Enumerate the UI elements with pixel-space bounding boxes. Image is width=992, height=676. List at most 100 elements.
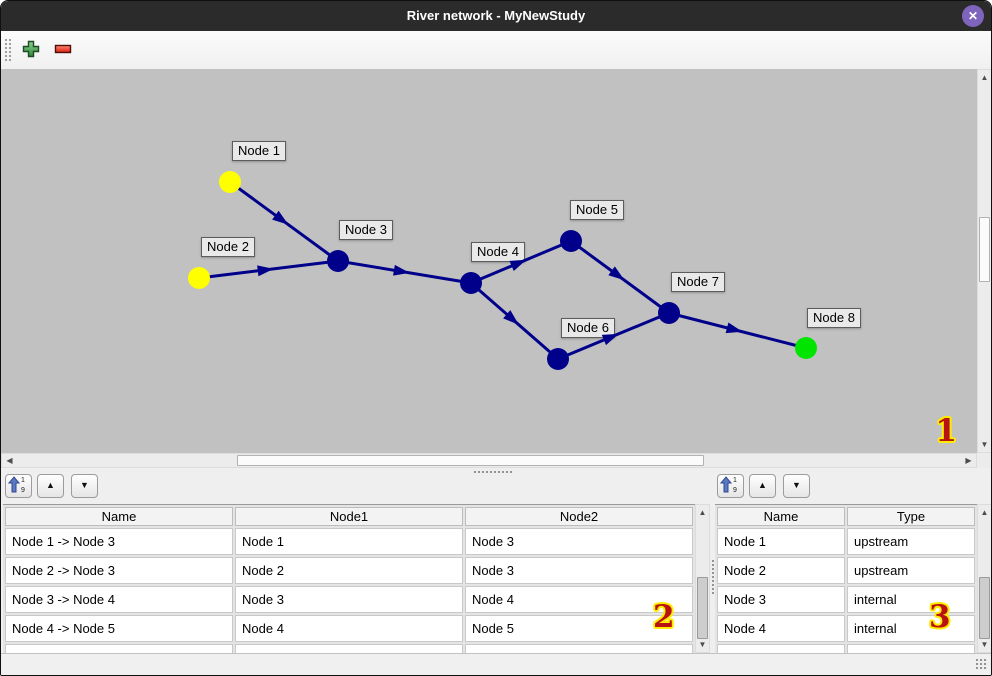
table-cell[interactable]: Node 2 -> Node 3 <box>5 557 233 584</box>
vertical-splitter[interactable] <box>710 504 715 653</box>
table-cell[interactable]: Node 2 <box>717 557 845 584</box>
table-cell[interactable]: Node 1 <box>717 528 845 555</box>
nodes-scroll-thumb[interactable] <box>979 577 990 639</box>
add-icon <box>22 40 40 58</box>
node-label[interactable]: Node 8 <box>807 308 861 328</box>
nodes-vertical-scrollbar[interactable]: ▲ ▼ <box>977 504 991 653</box>
sort-icon: 1 9 <box>7 476 25 494</box>
node-label[interactable]: Node 6 <box>561 318 615 338</box>
close-icon: ✕ <box>967 9 979 23</box>
svg-text:9: 9 <box>733 487 737 494</box>
table-cell[interactable]: internal <box>847 615 975 642</box>
node-label[interactable]: Node 7 <box>671 272 725 292</box>
table-cell[interactable]: Node 3 <box>235 586 463 613</box>
node-label[interactable]: Node 5 <box>570 200 624 220</box>
marker-3: 3 <box>929 599 951 635</box>
links-sort-button[interactable]: 1 9 <box>5 474 32 498</box>
scroll-up-icon[interactable]: ▲ <box>980 73 989 82</box>
sort-icon: 1 9 <box>719 476 737 494</box>
horizontal-splitter[interactable] <box>1 468 991 474</box>
nodes-move-down-button[interactable]: ▼ <box>783 474 810 498</box>
title-bar: River network - MyNewStudy ✕ <box>1 1 991 31</box>
table-cell[interactable]: Node 4 <box>465 586 693 613</box>
main-toolbar <box>1 31 991 70</box>
node-label[interactable]: Node 3 <box>339 220 393 240</box>
node-label[interactable]: Node 1 <box>232 141 286 161</box>
node-label[interactable]: Node 4 <box>471 242 525 262</box>
table-cell[interactable]: internal <box>847 586 975 613</box>
table-cell[interactable]: upstream <box>847 528 975 555</box>
column-header[interactable]: Node2 <box>465 507 693 526</box>
table-cell[interactable] <box>235 644 463 654</box>
status-bar <box>1 653 991 675</box>
column-header[interactable]: Type <box>847 507 975 526</box>
scroll-right-icon[interactable]: ▶ <box>965 456 972 465</box>
add-button[interactable] <box>22 40 40 58</box>
table-cell[interactable] <box>847 644 975 654</box>
table-cell[interactable]: Node 3 <box>465 557 693 584</box>
table-cell[interactable]: Node 3 <box>465 528 693 555</box>
close-button[interactable]: ✕ <box>962 5 984 27</box>
scroll-up-icon[interactable]: ▲ <box>980 508 989 517</box>
column-header[interactable]: Name <box>717 507 845 526</box>
up-arrow-icon: ▲ <box>46 480 55 490</box>
links-move-up-button[interactable]: ▲ <box>37 474 64 498</box>
node-labels: Node 1 Node 2 Node 3 Node 4 Node 5 Node 6 Node… <box>1 69 977 453</box>
scroll-down-icon[interactable]: ▼ <box>698 640 707 649</box>
remove-button[interactable] <box>54 40 72 58</box>
canvas-vscroll-thumb[interactable] <box>979 217 990 282</box>
scroll-up-icon[interactable]: ▲ <box>698 508 707 517</box>
table-cell[interactable]: Node 1 <box>235 528 463 555</box>
table-cell[interactable]: Node 4 -> Node 5 <box>5 615 233 642</box>
canvas-vertical-scrollbar[interactable]: ▲ ▼ <box>977 69 991 453</box>
table-cell[interactable]: Node 2 <box>235 557 463 584</box>
table-cell[interactable]: Node 3 -> Node 4 <box>5 586 233 613</box>
table-cell[interactable]: Node 5 <box>465 615 693 642</box>
scroll-down-icon[interactable]: ▼ <box>980 440 989 449</box>
down-arrow-icon: ▼ <box>80 480 89 490</box>
links-move-down-button[interactable]: ▼ <box>71 474 98 498</box>
table-cell[interactable]: Node 4 <box>235 615 463 642</box>
table-row <box>5 644 693 654</box>
resize-grip[interactable] <box>975 658 988 671</box>
nodes-move-up-button[interactable]: ▲ <box>749 474 776 498</box>
svg-text:9: 9 <box>21 487 25 494</box>
table-cell[interactable] <box>465 644 693 654</box>
splitter-grip-icon <box>711 559 714 595</box>
down-arrow-icon: ▼ <box>792 480 801 490</box>
table-cell[interactable]: Node 4 <box>717 615 845 642</box>
scroll-left-icon[interactable]: ◀ <box>6 456 13 465</box>
svg-text:1: 1 <box>21 477 25 484</box>
scroll-down-icon[interactable]: ▼ <box>980 640 989 649</box>
table-cell[interactable]: Node 1 -> Node 3 <box>5 528 233 555</box>
scrollbar-corner <box>977 453 991 468</box>
table-cell[interactable]: upstream <box>847 557 975 584</box>
table-cell[interactable]: Node 3 <box>717 586 845 613</box>
links-scroll-thumb[interactable] <box>697 577 708 639</box>
canvas-hscroll-thumb[interactable] <box>237 455 704 466</box>
table-cell[interactable] <box>717 644 845 654</box>
column-header[interactable]: Name <box>5 507 233 526</box>
column-header[interactable]: Node1 <box>235 507 463 526</box>
links-vertical-scrollbar[interactable]: ▲ ▼ <box>695 504 710 653</box>
network-canvas[interactable]: Node 1 Node 2 Node 3 Node 4 Node 5 Node 6 Node… <box>1 69 977 453</box>
node-label[interactable]: Node 2 <box>201 237 255 257</box>
nodes-sort-button[interactable]: 1 9 <box>717 474 744 498</box>
table-row <box>717 644 975 654</box>
toolbar-drag-handle[interactable] <box>4 38 12 63</box>
table-cell[interactable] <box>5 644 233 654</box>
marker-2: 2 <box>653 599 675 635</box>
splitter-grip-icon <box>473 470 513 473</box>
canvas-horizontal-scrollbar[interactable]: ◀ ▶ <box>1 453 977 468</box>
